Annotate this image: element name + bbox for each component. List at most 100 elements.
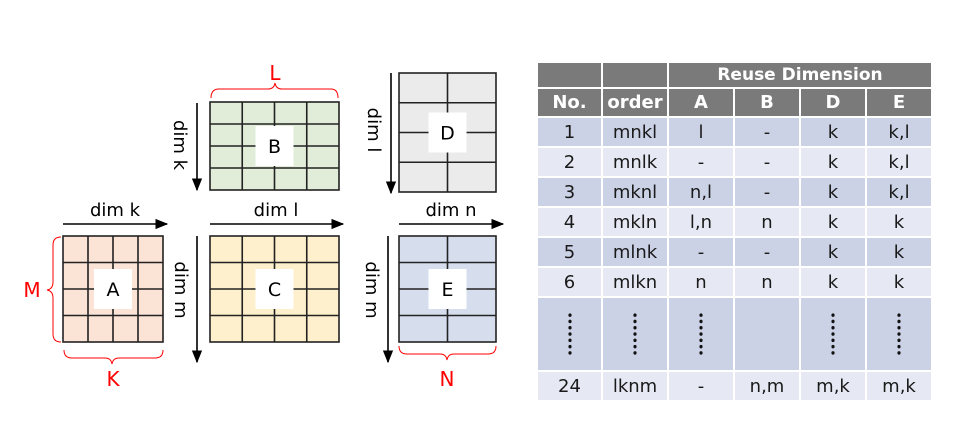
brace-label-m: M [23,278,40,302]
matrix-e-label-box [428,269,467,309]
cell-b: - [733,116,801,148]
cell-order: mlnk [601,236,669,268]
cell-d: k [799,266,867,298]
header-blank-no [536,61,603,89]
brace-m [46,236,62,343]
cell-no: 4 [536,206,603,238]
label-dim-k-top: dim k [90,200,141,221]
brace-label-l: L [269,61,281,85]
cell-b: - [733,146,801,178]
cell-d: m,k [799,370,867,402]
header-order: order [601,87,669,118]
matrix-b-label: B [268,136,281,158]
cell-e: k,l [865,116,933,148]
matrix-e-label: E [441,279,453,301]
header-d: D [799,87,867,118]
matrix-c: C [209,235,340,343]
cell-a: n [667,266,735,298]
cell-e: k [865,266,933,298]
cell-a: - [667,236,735,268]
cell-e: k [865,206,933,238]
header-b: B [733,87,801,118]
cell-no: 1 [536,116,603,148]
cell-order: mnlk [601,146,669,178]
brace-n [398,345,497,361]
cell-no: 2 [536,146,603,178]
cell-a: l,n [667,206,735,238]
cell-order: mlkn [601,266,669,298]
header-reuse-dimension: Reuse Dimension [667,61,933,89]
cell-no: 6 [536,266,603,298]
brace-l [210,82,339,99]
cell-e: k,l [865,146,933,178]
cell-a: - [667,146,735,178]
cell-no: 5 [536,236,603,268]
table-group-header-row: Reuse Dimension [536,61,933,89]
cell-a: l [667,116,735,148]
cell-b: n [733,266,801,298]
cell-order: mnkl [601,116,669,148]
matrix-c-label-box [255,269,294,309]
cell-order: mknl [601,176,669,208]
header-no: No. [536,87,603,118]
label-dim-l-top: dim l [254,200,299,221]
label-dim-n-top: dim n [425,200,476,221]
matrix-a-label: A [107,279,120,301]
header-e: E [865,87,933,118]
cell-no [536,296,603,372]
cell-b [733,296,801,372]
brace-label-k: K [106,367,120,391]
cell-b: - [733,176,801,208]
cell-e: k,l [865,176,933,208]
vertical-ellipsis-icon [632,312,638,356]
cell-e [865,296,933,372]
cell-d: k [799,236,867,268]
vertical-ellipsis-icon [896,312,902,356]
vertical-ellipsis-icon [566,312,573,356]
matrix-c-label: C [268,279,281,301]
matrix-a-label-box [94,269,132,309]
cell-d [799,296,867,372]
matrix-d: D [398,72,497,193]
cell-d: k [799,116,867,148]
brace-k [63,349,164,365]
table-row-ellipsis [536,296,933,372]
cell-a: - [667,370,735,402]
cell-no: 3 [536,176,603,208]
label-dim-m-side-e: dim m [361,261,382,318]
cell-b: - [733,236,801,268]
header-blank-order [601,61,669,89]
cell-order: lknm [601,370,669,402]
cell-no: 24 [536,370,603,402]
cell-e: m,k [865,370,933,402]
matrix-b-label-box [255,126,294,166]
cell-b: n [733,206,801,238]
cell-a [667,296,735,372]
cell-d: k [799,206,867,238]
label-dim-l-side: dim l [363,108,384,153]
vertical-ellipsis-icon [698,312,704,356]
matrix-b: B [209,101,340,191]
label-dim-k-side: dim k [169,120,190,171]
cell-e: k [865,236,933,268]
cell-a: n,l [667,176,735,208]
matrix-diagram: A B C D E dim k dim l dim n dim k dim l … [23,61,505,391]
brace-label-n: N [440,367,455,391]
matrix-e: E [398,235,497,343]
cell-order [601,296,669,372]
matrix-d-label: D [440,123,455,145]
cell-order: mkln [601,206,669,238]
cell-b: n,m [733,370,801,402]
matrix-a: A [62,235,164,343]
header-a: A [667,87,735,118]
cell-d: k [799,176,867,208]
vertical-ellipsis-icon [830,312,836,356]
